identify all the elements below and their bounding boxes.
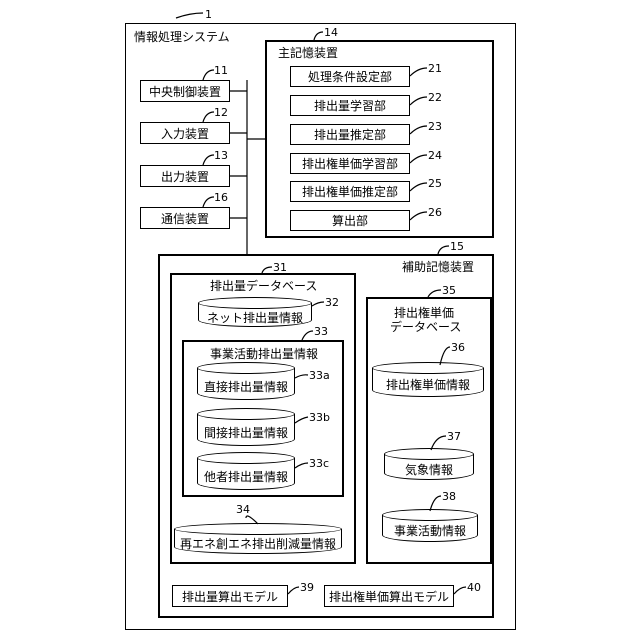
ref-23: 23 bbox=[428, 120, 442, 133]
net-emission-label: ネット排出量情報 bbox=[207, 309, 303, 326]
ref-34: 34 bbox=[236, 503, 250, 516]
ref-33: 33 bbox=[314, 325, 328, 338]
direct-emission-label: 直接排出量情報 bbox=[204, 378, 288, 395]
emission-calc-model: 排出量算出モデル bbox=[172, 585, 288, 607]
leader-1 bbox=[176, 13, 203, 18]
ref-38: 38 bbox=[442, 490, 456, 503]
unit-label: 算出部 bbox=[332, 212, 368, 229]
central-control-label: 中央制御装置 bbox=[149, 83, 221, 100]
communication-device-label: 通信装置 bbox=[161, 210, 209, 227]
ref-21: 21 bbox=[428, 62, 442, 75]
other-emission-info: 他者排出量情報 bbox=[197, 452, 295, 490]
output-device-label: 出力装置 bbox=[161, 168, 209, 185]
input-device-label: 入力装置 bbox=[161, 125, 209, 142]
ref-37: 37 bbox=[447, 430, 461, 443]
emission-learning-unit: 排出量学習部 bbox=[290, 95, 410, 116]
credit-price-learning-unit: 排出権単価学習部 bbox=[290, 153, 410, 174]
ref-40: 40 bbox=[467, 581, 481, 594]
business-emission-title: 事業活動排出量情報 bbox=[210, 345, 318, 362]
emission-db-title: 排出量データベース bbox=[210, 277, 317, 294]
input-device: 入力装置 bbox=[140, 122, 230, 144]
emission-estimation-unit: 排出量推定部 bbox=[290, 124, 410, 145]
output-device: 出力装置 bbox=[140, 165, 230, 187]
credit-price-label: 排出権単価情報 bbox=[386, 376, 470, 393]
indirect-emission-info: 間接排出量情報 bbox=[197, 408, 295, 446]
ref-11: 11 bbox=[214, 64, 228, 77]
renewable-label: 再エネ創エネ排出削減量情報 bbox=[180, 535, 336, 552]
unit-label: 処理条件設定部 bbox=[308, 68, 392, 85]
ref-25: 25 bbox=[428, 177, 442, 190]
net-emission-info: ネット排出量情報 bbox=[198, 297, 312, 327]
weather-label: 気象情報 bbox=[405, 461, 453, 478]
ref-39: 39 bbox=[300, 581, 314, 594]
ref-12: 12 bbox=[214, 106, 228, 119]
ref-22: 22 bbox=[428, 91, 442, 104]
indirect-emission-label: 間接排出量情報 bbox=[204, 424, 288, 441]
unit-label: 排出権単価推定部 bbox=[302, 183, 398, 200]
ref-31: 31 bbox=[273, 261, 287, 274]
ref-16: 16 bbox=[214, 191, 228, 204]
business-activity-info: 事業活動情報 bbox=[382, 509, 478, 542]
main-storage-title: 主記憶装置 bbox=[278, 44, 338, 61]
ref-33c: 33c bbox=[309, 457, 329, 470]
business-activity-label: 事業活動情報 bbox=[394, 522, 466, 539]
renewable-reduction-info: 再エネ創エネ排出削減量情報 bbox=[174, 523, 342, 554]
credit-price-calc-model: 排出権単価算出モデル bbox=[324, 585, 454, 607]
credit-price-estimation-unit: 排出権単価推定部 bbox=[290, 181, 410, 202]
ref-14: 14 bbox=[324, 26, 338, 39]
unit-label: 排出量学習部 bbox=[314, 97, 386, 114]
other-emission-label: 他者排出量情報 bbox=[204, 468, 288, 485]
ref-26: 26 bbox=[428, 206, 442, 219]
price-db-title-line2: データベース bbox=[390, 318, 461, 335]
aux-storage-title: 補助記憶装置 bbox=[402, 258, 474, 275]
emission-model-label: 排出量算出モデル bbox=[182, 588, 278, 605]
system-title: 情報処理システム bbox=[134, 28, 230, 45]
ref-36: 36 bbox=[451, 341, 465, 354]
ref-13: 13 bbox=[214, 149, 228, 162]
system-ref: 1 bbox=[205, 8, 212, 21]
ref-32: 32 bbox=[325, 296, 339, 309]
ref-33b: 33b bbox=[309, 411, 330, 424]
credit-price-info: 排出権単価情報 bbox=[372, 362, 484, 397]
central-control-unit: 中央制御装置 bbox=[140, 80, 230, 102]
price-model-label: 排出権単価算出モデル bbox=[329, 588, 449, 605]
direct-emission-info: 直接排出量情報 bbox=[197, 362, 295, 400]
unit-label: 排出権単価学習部 bbox=[302, 155, 398, 172]
ref-24: 24 bbox=[428, 149, 442, 162]
processing-condition-setting-unit: 処理条件設定部 bbox=[290, 66, 410, 87]
unit-label: 排出量推定部 bbox=[314, 126, 386, 143]
weather-info: 気象情報 bbox=[384, 448, 474, 480]
calculation-unit: 算出部 bbox=[290, 210, 410, 231]
ref-33a: 33a bbox=[309, 369, 330, 382]
ref-35: 35 bbox=[442, 284, 456, 297]
communication-device: 通信装置 bbox=[140, 207, 230, 229]
ref-15: 15 bbox=[450, 240, 464, 253]
